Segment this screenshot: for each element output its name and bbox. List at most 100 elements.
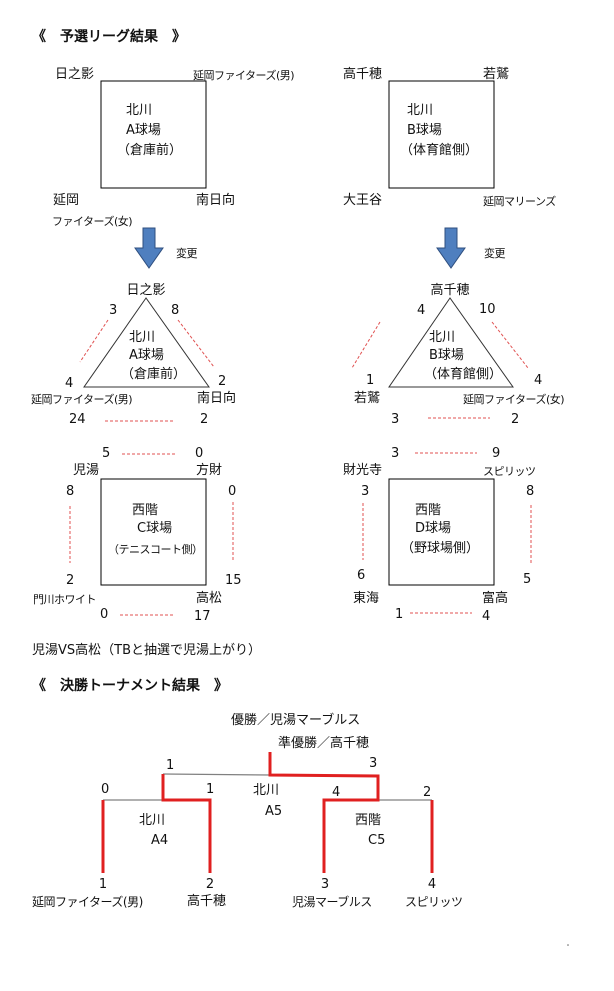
final-title: 《 決勝トーナメント結果 》	[32, 678, 228, 694]
venue-label: B球場	[407, 123, 442, 138]
score: 3	[369, 756, 378, 771]
seed-team: 延岡ファイターズ(男)	[32, 895, 143, 909]
team-label: 高千穂	[343, 67, 383, 82]
team-label: 若鷲	[354, 391, 381, 406]
team-label: 延岡ファイターズ(男)	[193, 69, 295, 82]
score: 10	[479, 302, 496, 317]
team-label: 日之影	[126, 283, 166, 298]
score: 1	[366, 373, 375, 388]
score: 2	[200, 412, 209, 427]
seed-number: 4	[427, 877, 437, 892]
runner-up-label: 準優勝／高千穂	[278, 736, 370, 751]
score: 4	[332, 785, 341, 800]
score: 0	[100, 607, 109, 622]
team-label: 延岡ファイターズ(女)	[463, 393, 565, 406]
champion-label: 優勝／児湯マーブルス	[231, 713, 361, 728]
team-label: ファイターズ(女)	[52, 215, 133, 228]
score: 0	[195, 446, 204, 461]
venue-box-c	[100, 478, 207, 586]
team-label: 延岡	[53, 193, 80, 208]
team-label: 富高	[482, 591, 509, 606]
team-label: 東海	[353, 591, 380, 606]
team-label: 南日向	[197, 391, 237, 406]
tiebreak-note: 児湯VS高松（TBと抽選で児湯上がり）	[32, 643, 262, 658]
bracket-lines-win	[101, 752, 434, 873]
change-label: 変更	[484, 247, 506, 260]
score: 3	[361, 484, 370, 499]
venue-label: （テニスコート側）	[108, 543, 203, 556]
team-label: 若鷲	[483, 67, 510, 82]
team-label: 大王谷	[343, 193, 383, 208]
score: 4	[65, 376, 74, 391]
venue-label: 西階	[132, 503, 159, 518]
score: 2	[511, 412, 520, 427]
match-dashes	[69, 319, 532, 616]
change-label: 変更	[176, 247, 198, 260]
venue-label: B球場	[429, 348, 464, 363]
venue-label: A球場	[129, 348, 164, 363]
venue-label: A球場	[126, 123, 161, 138]
venue-label: （体育館側）	[400, 143, 479, 158]
team-label: 方財	[196, 463, 223, 478]
venue-label: 北川	[407, 103, 434, 118]
venue-label: 北川	[139, 813, 166, 828]
team-label: 財光寺	[343, 463, 383, 478]
team-label: 日之影	[55, 67, 95, 82]
seed-team: 児湯マーブルス	[292, 895, 372, 909]
score: 3	[109, 303, 118, 318]
team-label: スピリッツ	[483, 465, 536, 478]
team-label: 延岡マリーンズ	[483, 195, 556, 208]
venue-label: （野球場側）	[401, 541, 480, 556]
bracket-lines-lose	[103, 773, 432, 801]
team-label: 高千穂	[430, 283, 470, 298]
score: 4	[482, 609, 491, 624]
score: 0	[228, 484, 237, 499]
score: 4	[417, 303, 426, 318]
venue-label: D球場	[415, 521, 452, 536]
score: 6	[357, 568, 366, 583]
score: 9	[492, 446, 501, 461]
venue-label: A4	[151, 833, 169, 848]
down-arrow-icon	[134, 227, 164, 269]
score: 4	[534, 373, 543, 388]
venue-box-a-original	[100, 80, 207, 189]
venue-label: （倉庫前）	[117, 143, 183, 158]
venue-label: C球場	[137, 521, 173, 536]
venue-label: （体育館側）	[424, 367, 503, 382]
score: 3	[391, 446, 400, 461]
venue-label: A5	[265, 804, 283, 819]
score: 8	[526, 484, 535, 499]
venue-label: 北川	[253, 783, 280, 798]
seed-number: 3	[320, 877, 330, 892]
venue-label: 北川	[129, 330, 156, 345]
down-arrow-icon	[436, 227, 466, 269]
score: 1	[166, 758, 175, 773]
venue-triangle-b	[388, 297, 514, 388]
prelim-title: 《 予選リーグ結果 》	[32, 29, 186, 45]
score: 2	[218, 374, 227, 389]
score: 1	[206, 782, 215, 797]
venue-label: C5	[368, 833, 386, 848]
team-label: 門川ホワイト	[33, 593, 97, 606]
team-label: 南日向	[196, 193, 236, 208]
score: 5	[102, 446, 111, 461]
score: 0	[101, 782, 110, 797]
venue-triangle-a	[83, 297, 210, 388]
score: 1	[395, 607, 404, 622]
score: 3	[391, 412, 400, 427]
team-label: 延岡ファイターズ(男)	[31, 393, 133, 406]
venue-label: 北川	[126, 103, 153, 118]
score: 17	[194, 609, 211, 624]
venue-label: 北川	[429, 330, 456, 345]
score: 2	[66, 573, 75, 588]
score: 24	[69, 412, 86, 427]
venue-box-b-original	[388, 80, 495, 189]
seed-team: スピリッツ	[405, 895, 463, 909]
team-label: 児湯	[73, 463, 100, 478]
venue-box-d	[388, 478, 495, 586]
team-label: 高松	[196, 591, 223, 606]
venue-label: （倉庫前）	[121, 367, 187, 382]
seed-number: 2	[205, 877, 215, 892]
seed-team: 高千穂	[187, 894, 227, 909]
